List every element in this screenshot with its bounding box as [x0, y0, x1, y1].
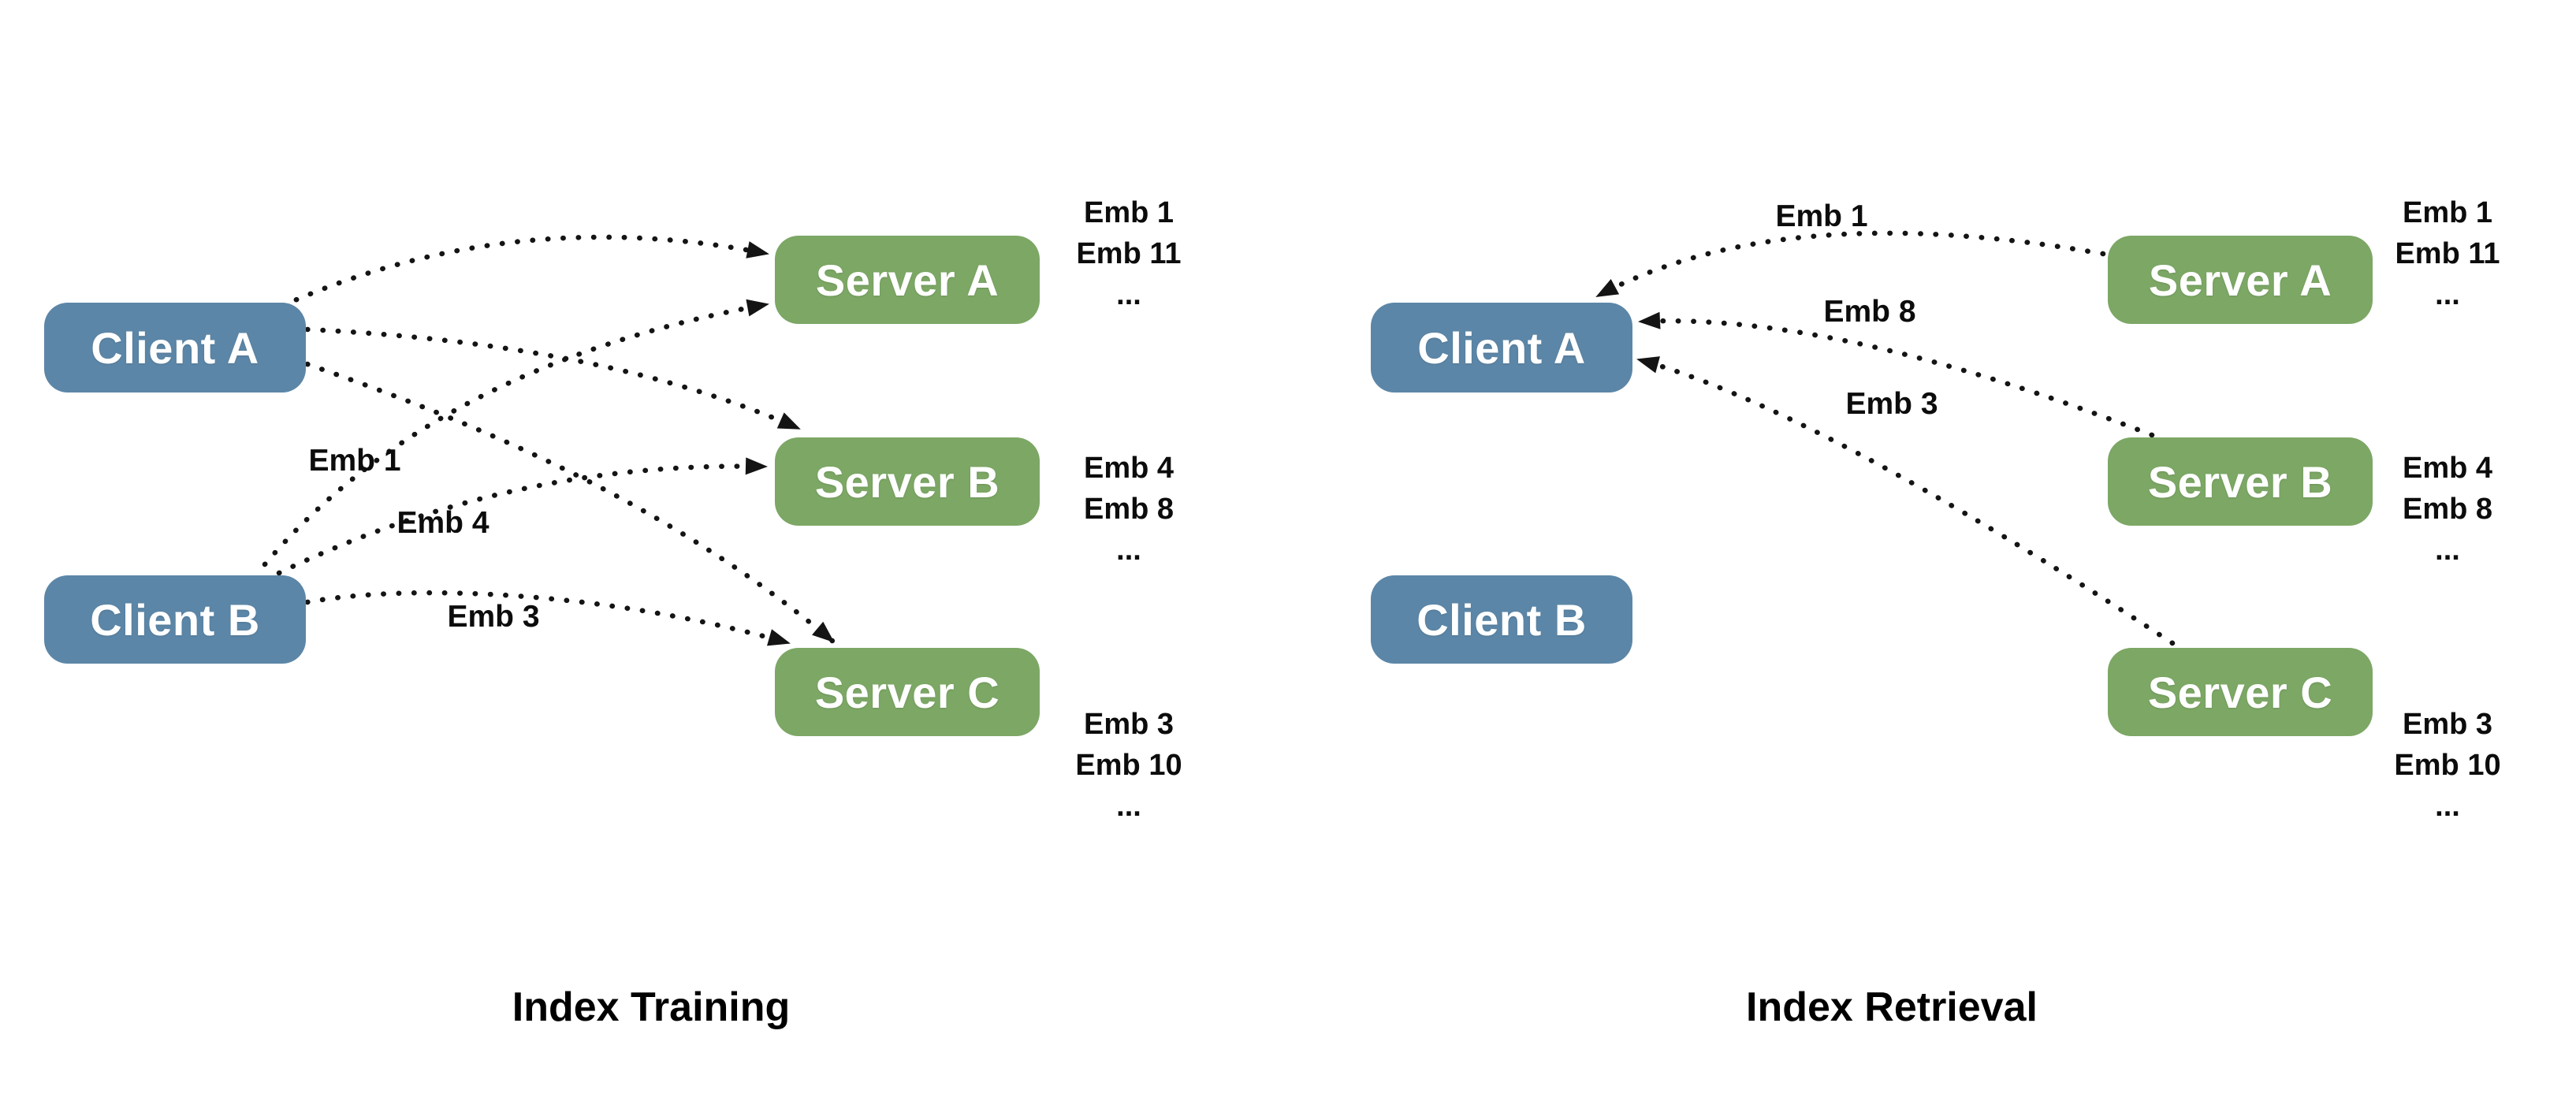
- emb-list-line: Emb 3: [1083, 708, 1174, 741]
- client-a-label-retrieval: Client A: [1417, 322, 1586, 373]
- server-a-label-training: Server A: [815, 255, 1000, 305]
- emb-list-line: ...: [2435, 278, 2460, 311]
- server-b-emb-list-training: Emb 4 Emb 8 ...: [1084, 448, 1174, 571]
- emb-list-line: Emb 11: [1076, 237, 1182, 270]
- client-b-box-retrieval: Client B: [1371, 575, 1632, 664]
- edge-clienta-to-servera-training: [279, 234, 771, 309]
- emb-list-line: ...: [1116, 534, 1141, 567]
- client-b-label-retrieval: Client B: [1416, 594, 1587, 645]
- edge-clientb-to-serverb-training: [276, 457, 769, 576]
- edge-serverb-to-clienta-retrieval: [1636, 311, 2155, 438]
- server-a-box-retrieval: Server A: [2108, 236, 2373, 324]
- emb-list-line: ...: [1116, 790, 1141, 823]
- edge-clienta-to-serverc-training: [304, 361, 836, 645]
- emb-list-line: Emb 10: [1075, 749, 1182, 782]
- server-a-emb-list-training: Emb 1 Emb 11 ...: [1076, 192, 1181, 315]
- edge-label-emb4-training: Emb 4: [396, 506, 490, 540]
- edge-label-emb3-retrieval: Emb 3: [1845, 387, 1938, 421]
- edge-servera-to-clienta-retrieval: [1594, 230, 2106, 300]
- server-b-box-training: Server B: [775, 437, 1040, 526]
- server-c-label-training: Server C: [814, 667, 1000, 717]
- edge-serverc-to-clienta-retrieval: [1635, 356, 2176, 646]
- edge-clienta-to-serverb-training: [304, 326, 802, 432]
- server-c-emb-list-retrieval: Emb 3 Emb 10 ...: [2394, 704, 2500, 827]
- edge-label-emb3-training: Emb 3: [447, 600, 540, 634]
- emb-list-line: Emb 1: [2402, 196, 2493, 229]
- emb-list-line: ...: [1116, 278, 1141, 311]
- server-b-label-training: Server B: [814, 456, 1000, 507]
- edge-label-emb1-training: Emb 1: [308, 444, 401, 478]
- client-a-box-retrieval: Client A: [1371, 303, 1632, 393]
- panel-title-training: Index Training: [512, 984, 791, 1030]
- emb-list-line: ...: [2435, 534, 2460, 567]
- server-a-label-retrieval: Server A: [2148, 255, 2332, 305]
- emb-list-line: Emb 8: [1083, 493, 1174, 526]
- edge-clientb-to-serverc-training: [304, 590, 792, 646]
- server-c-emb-list-training: Emb 3 Emb 10 ...: [1075, 704, 1182, 827]
- server-c-box-retrieval: Server C: [2108, 648, 2373, 736]
- server-c-box-training: Server C: [775, 648, 1040, 736]
- server-b-box-retrieval: Server B: [2108, 437, 2373, 526]
- emb-list-line: Emb 8: [2402, 493, 2493, 526]
- emb-list-line: Emb 3: [2402, 708, 2493, 741]
- client-a-label-training: Client A: [91, 322, 259, 373]
- emb-list-line: Emb 10: [2394, 749, 2501, 782]
- client-a-box-training: Client A: [44, 303, 306, 393]
- server-b-emb-list-retrieval: Emb 4 Emb 8 ...: [2403, 448, 2492, 571]
- edge-label-emb8-retrieval: Emb 8: [1823, 295, 1916, 329]
- edge-label-emb1-retrieval: Emb 1: [1775, 199, 1868, 233]
- client-b-label-training: Client B: [90, 594, 260, 645]
- server-c-label-retrieval: Server C: [2147, 667, 2333, 717]
- emb-list-line: ...: [2435, 790, 2460, 823]
- emb-list-line: Emb 1: [1083, 196, 1174, 229]
- server-b-label-retrieval: Server B: [2147, 456, 2333, 507]
- panel-title-retrieval: Index Retrieval: [1746, 984, 2038, 1030]
- emb-list-line: Emb 4: [2402, 452, 2493, 485]
- server-a-box-training: Server A: [775, 236, 1040, 324]
- client-b-box-training: Client B: [44, 575, 306, 664]
- server-a-emb-list-retrieval: Emb 1 Emb 11 ...: [2395, 192, 2500, 315]
- emb-list-line: Emb 11: [2395, 237, 2500, 270]
- edge-clientb-to-servera-training: [262, 299, 771, 567]
- emb-list-line: Emb 4: [1083, 452, 1174, 485]
